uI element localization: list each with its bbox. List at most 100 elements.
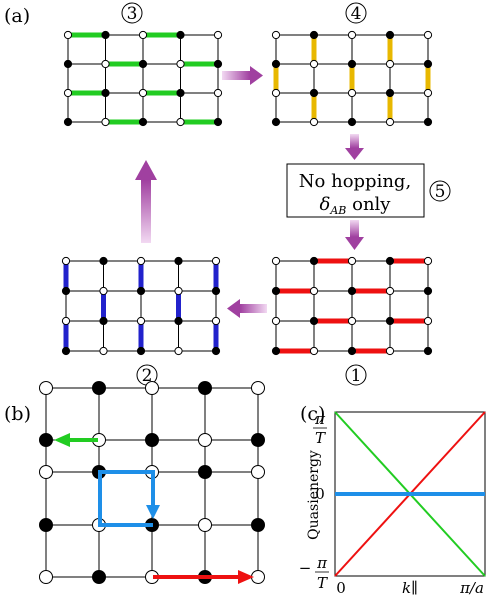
svg-text:−: −: [299, 559, 312, 577]
site-b: [136, 286, 146, 296]
site-b: [309, 256, 319, 266]
svg-text:4: 4: [351, 4, 362, 24]
site-b: [101, 30, 110, 40]
box-line-2: δAB only: [320, 194, 392, 217]
site-b: [61, 346, 71, 356]
site-a: [385, 346, 395, 356]
site-b: [39, 518, 53, 532]
site-a: [347, 88, 357, 98]
site-a: [213, 88, 223, 98]
site-b: [174, 316, 183, 326]
site-a: [39, 570, 53, 584]
site-a: [271, 88, 281, 98]
site-a: [251, 381, 265, 395]
site-b: [271, 286, 281, 296]
site-b: [213, 117, 223, 127]
step-label-5: 5: [429, 180, 451, 202]
site-b: [347, 346, 357, 356]
y-axis-label: Quasienergy: [306, 450, 322, 540]
site-b: [385, 30, 395, 40]
site-b: [211, 286, 221, 296]
site-a: [138, 30, 148, 40]
lattice-step-3: [63, 30, 223, 127]
site-b: [271, 117, 281, 127]
step-label-4: 4: [345, 2, 367, 24]
svg-text:5: 5: [435, 182, 446, 202]
site-b: [99, 256, 108, 266]
site-b: [251, 518, 265, 532]
site-b: [198, 465, 212, 479]
site-a: [145, 381, 159, 395]
site-b: [136, 346, 146, 356]
site-a: [271, 316, 281, 326]
panel-label-a: (a): [4, 5, 30, 27]
site-a: [136, 316, 146, 326]
svg-text:T: T: [317, 574, 328, 592]
site-b: [347, 59, 357, 69]
box-line-1: No hopping,: [299, 171, 411, 192]
svg-text:3: 3: [127, 4, 138, 24]
site-b: [423, 59, 433, 69]
site-a: [271, 256, 281, 266]
site-b: [385, 316, 395, 326]
site-b: [385, 88, 395, 98]
site-a: [347, 256, 357, 266]
site-a: [309, 117, 319, 127]
site-b: [63, 59, 73, 69]
site-b: [92, 570, 106, 584]
x-tick-pi-a: π/a: [459, 579, 484, 597]
arrow-2-to-3: [135, 160, 157, 243]
blue-loop-trajectory: [98, 470, 155, 527]
arrow-4-to-5: [345, 134, 364, 160]
site-a: [347, 30, 357, 40]
site-a: [271, 30, 281, 40]
site-b: [213, 59, 223, 69]
site-a: [198, 518, 212, 532]
site-a: [309, 59, 319, 69]
site-a: [423, 256, 433, 266]
site-b: [63, 117, 73, 127]
site-b: [423, 117, 433, 127]
site-b: [176, 88, 185, 98]
site-a: [99, 346, 108, 356]
svg-text:T: T: [315, 429, 326, 447]
site-a: [101, 59, 110, 69]
panel-b-trajectories: [54, 433, 254, 584]
site-b: [138, 117, 148, 127]
x-tick-0: 0: [336, 579, 346, 597]
site-b: [423, 346, 433, 356]
site-b: [423, 286, 433, 296]
site-a: [423, 316, 433, 326]
site-b: [211, 346, 221, 356]
step-label-3: 3: [121, 2, 143, 24]
site-a: [423, 88, 433, 98]
lattice-step-1: [271, 256, 433, 356]
blue-arrowhead: [146, 505, 160, 519]
quasienergy-chart: π T 0 − π T 0 k∥ π/a Quasienergy: [299, 410, 486, 597]
site-a: [251, 465, 265, 479]
site-b: [101, 88, 110, 98]
site-a: [63, 88, 73, 98]
site-a: [309, 286, 319, 296]
site-a: [309, 346, 319, 356]
site-b: [385, 256, 395, 266]
site-b: [92, 381, 106, 395]
site-a: [176, 59, 185, 69]
site-a: [385, 59, 395, 69]
site-b: [198, 381, 212, 395]
svg-text:π: π: [316, 554, 328, 572]
site-a: [211, 316, 221, 326]
site-b: [309, 88, 319, 98]
site-a: [63, 30, 73, 40]
y-tick-zero: 0: [315, 485, 325, 503]
no-hopping-box: No hopping, δAB only: [286, 163, 425, 218]
site-b: [61, 286, 71, 296]
site-b: [174, 256, 183, 266]
site-a: [39, 381, 53, 395]
site-a: [213, 30, 223, 40]
svg-text:1: 1: [351, 366, 362, 386]
arrow-1-to-2: [227, 299, 267, 318]
x-tick-k: k∥: [402, 579, 418, 597]
lattice-step-2: [61, 256, 221, 356]
